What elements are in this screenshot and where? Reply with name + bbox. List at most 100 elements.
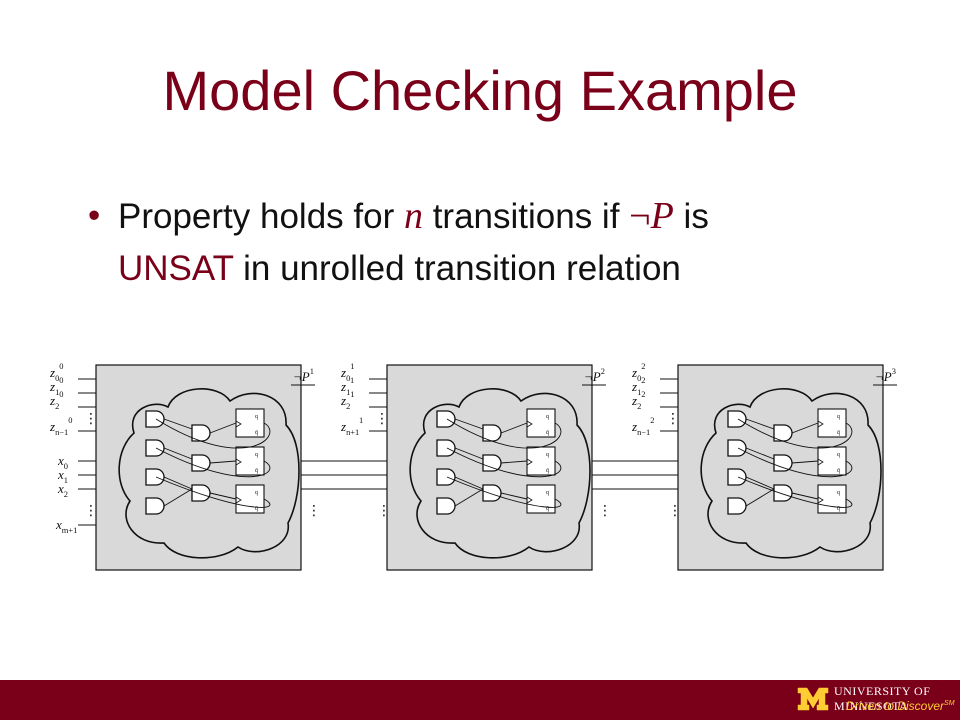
- flip-flop-qbar: q̄: [546, 430, 549, 436]
- bullet-dot: •: [88, 196, 101, 235]
- state-label-sub: 2: [55, 401, 59, 411]
- university-name: UNIVERSITY OF MINNESOTA: [834, 684, 931, 713]
- state-label-base: z: [340, 365, 346, 380]
- wire: [791, 492, 819, 500]
- and-gate: [436, 468, 456, 486]
- ellipsis: ⋮: [598, 503, 612, 519]
- state-label-base: z: [631, 419, 637, 434]
- property-label-base: ¬P: [293, 369, 310, 384]
- state-label-base: z: [631, 393, 637, 408]
- feedback-wire: [155, 447, 271, 478]
- bullet-text-part: Property holds for: [118, 197, 404, 236]
- state-label-base: z: [49, 393, 55, 408]
- property-label-base: ¬P: [584, 369, 601, 384]
- property-label-sup: 2: [601, 366, 605, 376]
- state-label: z12: [631, 375, 646, 397]
- state-label-sup: 1: [350, 375, 354, 385]
- flip-flop-clock: [526, 458, 533, 466]
- flip-flop-clock: [235, 458, 242, 466]
- flip-flop-q: q: [546, 414, 549, 420]
- input-label-base: x: [57, 453, 64, 468]
- logic-cloud: [409, 388, 591, 559]
- flip-flop: [817, 446, 847, 476]
- flip-flop: [235, 446, 265, 476]
- and-gate: [145, 410, 165, 428]
- state-label-base: z: [49, 379, 55, 394]
- property-label: ¬P1: [293, 366, 314, 384]
- wire: [745, 418, 775, 430]
- input-label-sub: 2: [64, 489, 68, 499]
- input-label-sub: m+1: [62, 525, 78, 535]
- state-label: zn−12: [631, 415, 654, 437]
- wire: [745, 476, 775, 490]
- and-gate: [482, 454, 502, 472]
- flip-flop-qbar: q̄: [255, 430, 258, 436]
- feedback-wire: [446, 418, 562, 449]
- flip-flop-q: q: [546, 452, 549, 458]
- flip-flop-clock: [235, 496, 242, 504]
- and-gate: [773, 484, 793, 502]
- property-label-base: ¬P: [875, 369, 892, 384]
- property-label: ¬P2: [584, 366, 605, 384]
- input-label-base: x: [57, 467, 64, 482]
- input-label: x2: [57, 481, 68, 499]
- state-label-sub: 2: [637, 401, 641, 411]
- state-label-sup: 2: [641, 389, 645, 399]
- flip-flop-q: q: [546, 490, 549, 496]
- flip-flop-qbar: q̄: [837, 468, 840, 474]
- state-label-base: z: [340, 379, 346, 394]
- flip-flop-q: q: [255, 490, 258, 496]
- state-label-sup: 1: [359, 415, 363, 425]
- footer-bar: [0, 680, 960, 720]
- wire: [454, 488, 484, 507]
- flip-flop: [526, 484, 556, 514]
- and-gate: [191, 484, 211, 502]
- input-label: x0: [57, 453, 68, 471]
- state-label-sub: 1: [346, 387, 350, 397]
- state-label-sub: 1: [637, 387, 641, 397]
- wire: [454, 476, 484, 490]
- and-gate: [773, 454, 793, 472]
- ellipsis: ⋮: [668, 503, 682, 519]
- input-label-base: x: [57, 481, 64, 496]
- wire: [791, 422, 819, 434]
- bullet-text-part: transitions if: [422, 197, 630, 236]
- property-label-sup: 1: [310, 366, 314, 376]
- wire: [500, 460, 528, 464]
- flip-flop: [817, 484, 847, 514]
- state-label-sub: 0: [346, 373, 350, 383]
- state-label-base: z: [49, 365, 55, 380]
- flip-flop-q: q: [837, 452, 840, 458]
- state-label-sup: 2: [650, 415, 654, 425]
- state-label-base: z: [340, 419, 346, 434]
- ellipsis: ⋮: [375, 411, 389, 427]
- state-label-sub: 1: [55, 387, 59, 397]
- flip-flop-qbar: q̄: [546, 468, 549, 474]
- wire: [500, 492, 528, 500]
- flip-flop-qbar: q̄: [837, 506, 840, 512]
- wire: [163, 488, 193, 507]
- flip-flop-q: q: [255, 414, 258, 420]
- wire: [163, 476, 193, 490]
- state-label-sup: 0: [59, 389, 63, 399]
- wire: [745, 488, 775, 507]
- state-label-base: z: [631, 365, 637, 380]
- feedback-wire: [737, 418, 853, 449]
- property-label: ¬P3: [875, 366, 896, 384]
- feedback-wire: [446, 447, 562, 478]
- flip-flop-clock: [817, 458, 824, 466]
- input-label-sub: 1: [64, 475, 68, 485]
- unsat-label: UNSAT: [118, 249, 234, 288]
- input-label: xm+1: [55, 517, 77, 535]
- ellipsis: ⋮: [84, 503, 98, 519]
- property-label-sup: 3: [892, 366, 896, 376]
- flip-flop: [526, 446, 556, 476]
- and-gate: [482, 484, 502, 502]
- feedback-wire: [155, 418, 271, 449]
- state-label: z02: [631, 361, 646, 383]
- wire: [500, 422, 528, 434]
- university-m-logo: [797, 687, 829, 711]
- logic-cloud: [118, 388, 300, 559]
- flip-flop-clock: [526, 496, 533, 504]
- wire: [209, 422, 237, 434]
